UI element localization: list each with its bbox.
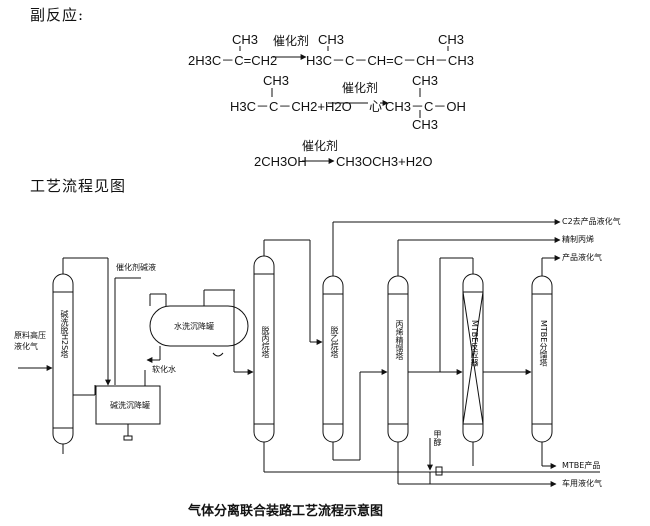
r2-methyl-top-left: CH3 bbox=[263, 73, 290, 88]
r2-methyl-top-right: CH3 bbox=[412, 73, 439, 88]
r2-reactant: H3C－C－CH2+H2O bbox=[230, 99, 352, 114]
diagram-caption: 气体分离联合装路工艺流程示意图 bbox=[188, 504, 384, 519]
r3-product: CH3OCH3+H2O bbox=[336, 154, 433, 169]
soft-water-label: 软化水 bbox=[152, 365, 176, 374]
tower5-label: MTBE反应器 bbox=[470, 320, 479, 367]
mtbe-product-label: MTBE产品 bbox=[562, 461, 601, 470]
methanol-label: 甲醇 bbox=[433, 430, 442, 446]
feed-label-line2: 液化气 bbox=[14, 342, 38, 351]
refined-propylene-label: 精制丙烯 bbox=[562, 235, 594, 244]
feed-label-line1: 原料高压 bbox=[14, 331, 46, 340]
tower2-label: 脱丙烷塔 bbox=[261, 326, 270, 358]
r1-methyl-top: CH3 bbox=[232, 32, 259, 47]
r2-product: CH3－C－OH bbox=[385, 99, 466, 114]
side-reactions-heading: 副反应: bbox=[30, 6, 85, 24]
r3-reactant: 2CH3OH bbox=[254, 154, 307, 169]
r3-catalyst: 催化剂 bbox=[302, 139, 339, 153]
r1-reactant: 2H3C－C=CH2 bbox=[188, 53, 278, 68]
tower3-label: 脱乙烷塔 bbox=[330, 326, 339, 358]
r1-methyl-top-b: CH3 bbox=[438, 32, 465, 47]
r1-methyl-top-a: CH3 bbox=[318, 32, 345, 47]
c2-out-label: C2去产品液化气 bbox=[562, 217, 621, 226]
tower1-label: 碱洗脱H2S塔 bbox=[60, 310, 69, 359]
process-heading: 工艺流程见图 bbox=[30, 177, 127, 195]
feed-label: 原料高压 液化气 bbox=[14, 330, 46, 352]
tower6-label: MTBE分馏塔 bbox=[539, 320, 548, 367]
r2-mid: 心 bbox=[369, 99, 383, 114]
tower-alkali-wash bbox=[52, 273, 74, 445]
r1-catalyst: 催化剂 bbox=[273, 34, 310, 48]
r1-product: H3C－C－CH=C－CH－CH3 bbox=[306, 53, 474, 68]
catalyst-alkali-label: 催化剂碱液 bbox=[116, 263, 156, 272]
water-wash-tank-label: 水洗沉降罐 bbox=[174, 322, 214, 331]
tower4-label: 丙烯精馏塔 bbox=[395, 320, 404, 360]
tower-deethanizer bbox=[322, 275, 344, 443]
vehicle-lpg-label: 车用液化气 bbox=[562, 479, 602, 488]
water-wash-tank bbox=[149, 305, 249, 347]
alkali-tank-label: 碱洗沉降罐 bbox=[110, 401, 150, 410]
r2-catalyst: 催化剂 bbox=[342, 81, 379, 95]
product-lpg-label: 产品液化气 bbox=[562, 253, 602, 262]
r2-methyl-bottom: CH3 bbox=[412, 117, 439, 132]
